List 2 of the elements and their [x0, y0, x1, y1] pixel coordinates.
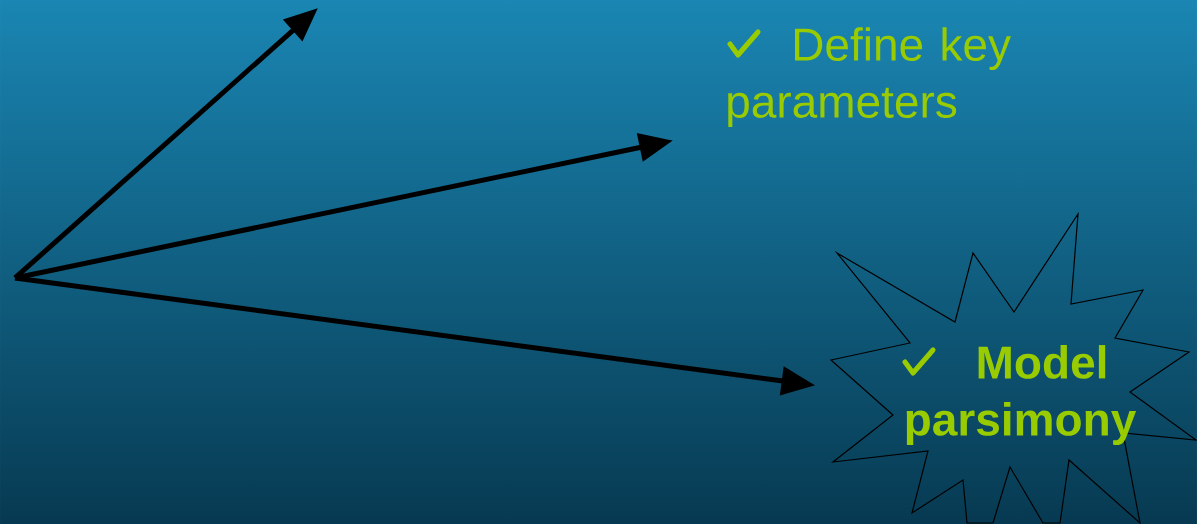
bullet-text: Define key parameters	[728, 27, 1011, 128]
starburst: Model parsimony	[829, 211, 1197, 524]
